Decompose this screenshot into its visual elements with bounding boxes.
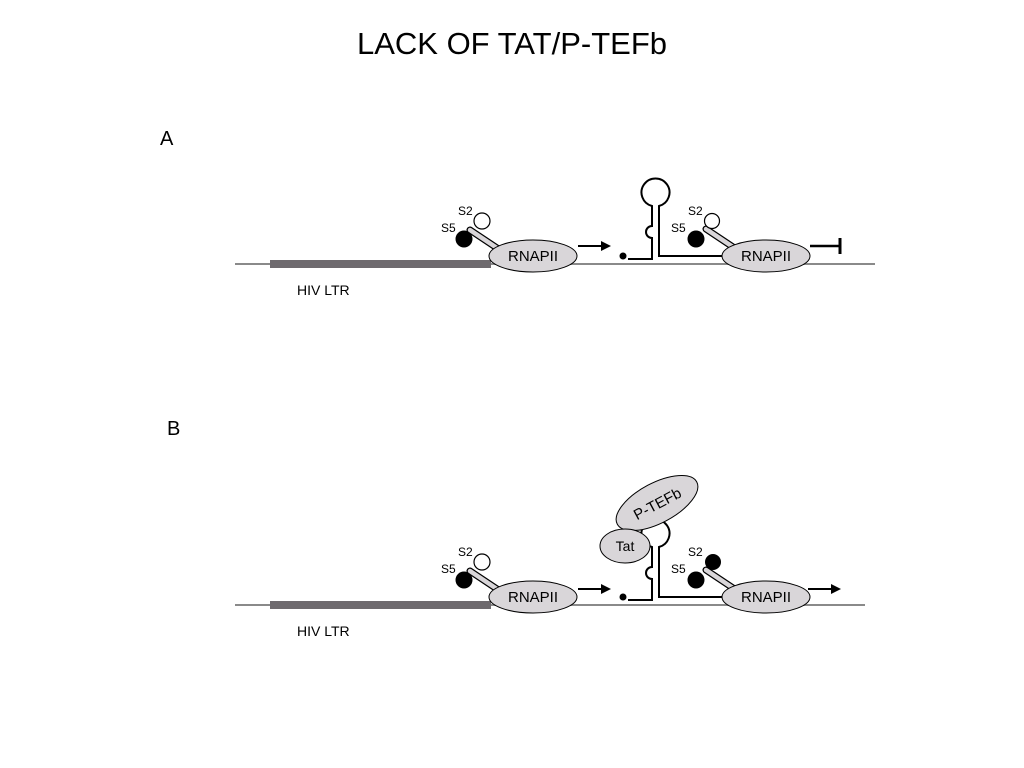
rnapii-label: RNAPII xyxy=(741,248,791,265)
tar-rna xyxy=(619,177,723,260)
hiv-ltr-label: HIV LTR xyxy=(297,623,350,639)
tar-rna xyxy=(619,518,723,601)
ptefb-ellipse xyxy=(615,474,699,532)
panel-a: HIV LTR S2 S5 RNAPII S2 xyxy=(235,177,875,298)
tat-label: Tat xyxy=(616,538,635,554)
rna-5prime-cap xyxy=(619,593,627,601)
elongation-arrow xyxy=(808,584,841,594)
rnapii-paused: S2 S5 RNAPII xyxy=(671,204,811,273)
rnapii-label: RNAPII xyxy=(508,589,558,606)
rnapii-ellipse xyxy=(488,580,578,614)
rnapii-ellipse xyxy=(721,580,811,614)
ser5-phospho-filled xyxy=(687,230,705,248)
rnapii-elongating: S2 S5 RNAPII xyxy=(671,545,811,614)
ser2-unphospho-open xyxy=(473,212,491,230)
ser5-label: S5 xyxy=(441,562,456,576)
rnapii-ellipse xyxy=(721,239,811,273)
ser2-phospho-filled xyxy=(705,554,721,570)
ser5-label: S5 xyxy=(671,562,686,576)
ser5-phospho-filled xyxy=(455,230,473,248)
ser2-unphospho-open xyxy=(703,212,721,230)
ser5-phospho-filled xyxy=(455,571,473,589)
panel-b-label: B xyxy=(167,418,181,440)
ser2-label: S2 xyxy=(688,204,703,218)
ser5-label: S5 xyxy=(441,221,456,235)
rnapii-label: RNAPII xyxy=(508,248,558,265)
ctd-tail-fill xyxy=(467,227,503,253)
transcription-arrow xyxy=(578,241,611,251)
rna-5prime-cap xyxy=(619,252,627,260)
page-title: LACK OF TAT/P-TEFb xyxy=(356,26,668,61)
ptefb-complex: P-TEFb xyxy=(615,474,699,532)
rnapii-promoter: S2 S5 RNAPII xyxy=(441,204,578,273)
ser2-label: S2 xyxy=(458,545,473,559)
ser5-label: S5 xyxy=(671,221,686,235)
ser5-phospho-filled xyxy=(687,571,705,589)
panel-b: HIV LTR S2 S5 RNAPII P-TEFb T xyxy=(235,474,865,639)
hiv-ltr-label: HIV LTR xyxy=(297,282,350,298)
ser2-unphospho-open xyxy=(473,553,491,571)
tat-ellipse xyxy=(599,528,651,564)
hiv-ltr-bar xyxy=(270,601,491,609)
rnapii-ellipse xyxy=(488,239,578,273)
tat-protein: Tat xyxy=(599,528,651,564)
transcription-arrow xyxy=(578,584,611,594)
ser2-label: S2 xyxy=(458,204,473,218)
panel-a-label: A xyxy=(160,128,174,150)
elongation-block-icon xyxy=(810,238,842,254)
hiv-ltr-bar xyxy=(270,260,491,268)
rnapii-label: RNAPII xyxy=(741,589,791,606)
ser2-label: S2 xyxy=(688,545,703,559)
rnapii-promoter: S2 S5 RNAPII xyxy=(441,545,578,614)
